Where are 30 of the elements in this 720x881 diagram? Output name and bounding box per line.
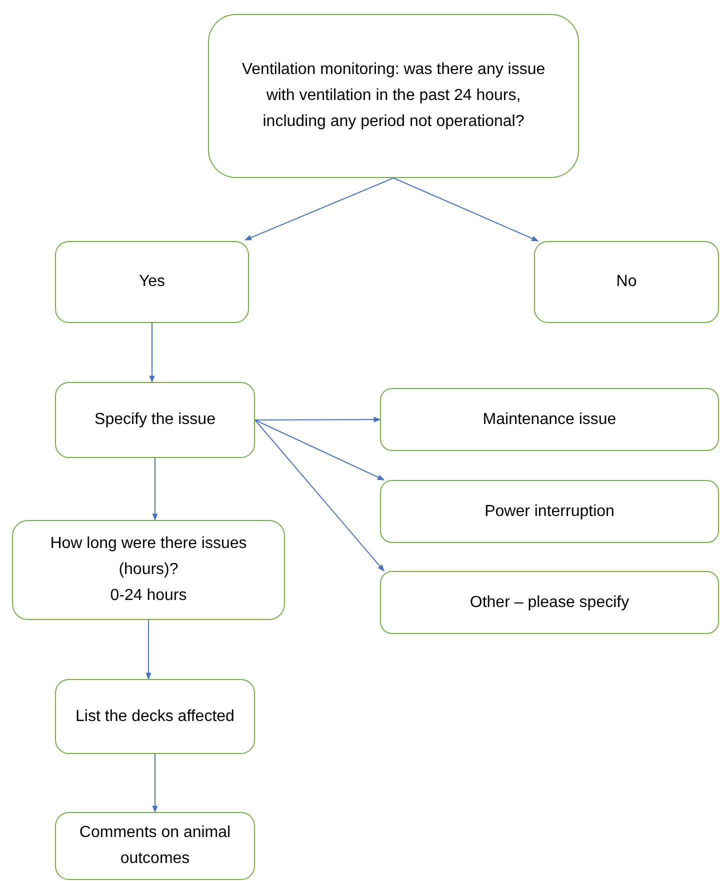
process-box	[55, 679, 255, 754]
arrow	[244, 178, 394, 240]
node-label: Maintenance issue	[482, 410, 616, 430]
node-label: Specify the issue	[94, 410, 216, 430]
process-box	[208, 14, 579, 178]
process-box	[55, 382, 255, 458]
node-label: Yes	[138, 272, 166, 292]
node-label: 0-24 hours	[110, 586, 187, 606]
arrow	[254, 420, 384, 572]
node-label: Power interruption	[484, 502, 614, 522]
process-box	[55, 812, 255, 880]
process-box	[380, 480, 719, 543]
process-box	[380, 388, 719, 451]
arrow	[152, 458, 158, 521]
arrow	[146, 620, 152, 680]
arrow	[393, 178, 539, 242]
node-label: List the decks affected	[76, 706, 234, 726]
node-label: Comments on animal outcomes	[78, 823, 232, 869]
arrow	[254, 416, 381, 422]
arrow	[149, 322, 155, 383]
process-box	[12, 520, 285, 620]
arrow	[152, 754, 158, 813]
process-box	[380, 571, 719, 634]
arrow	[254, 420, 385, 480]
node-label: Other – please specify	[470, 592, 630, 612]
node-label: How long were there issues (hours)?	[49, 534, 248, 580]
process-box	[55, 241, 249, 323]
node-label: Ventilation monitoring: was there any issue with ventilation in the past 24 hours, including any period not operational?	[240, 60, 546, 132]
node-label: No	[616, 272, 637, 292]
process-box	[534, 241, 719, 323]
